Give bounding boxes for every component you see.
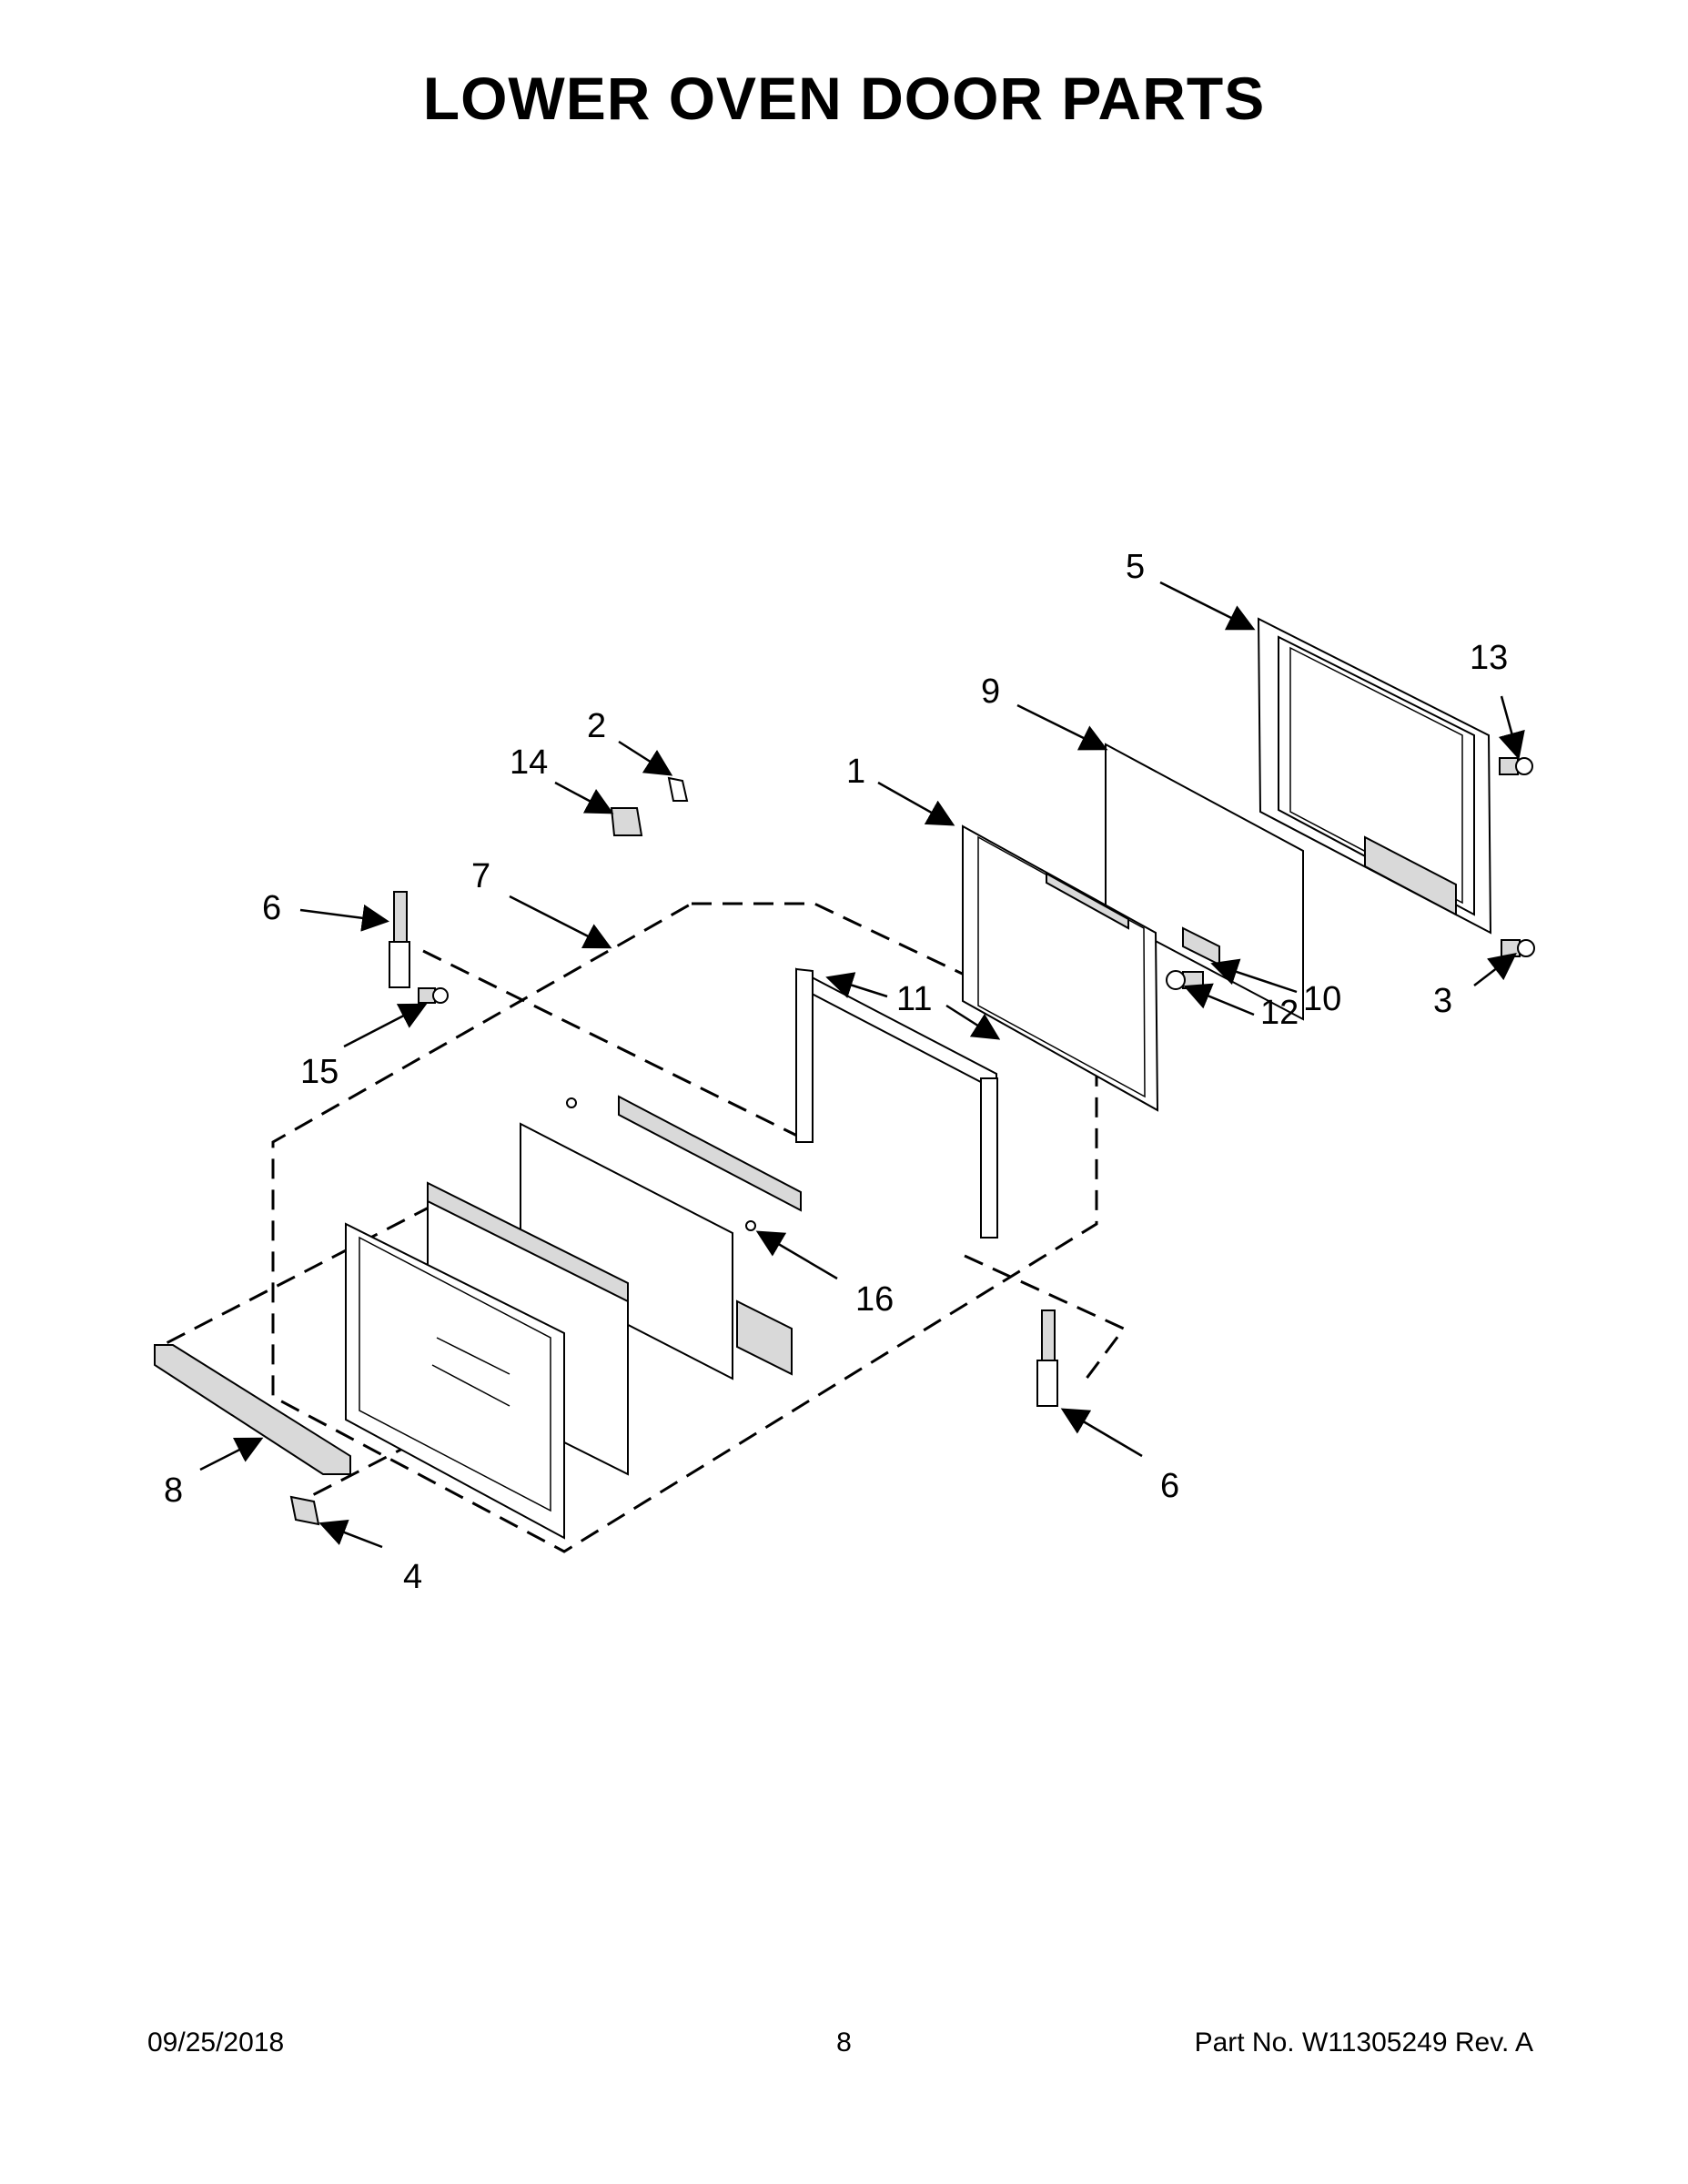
part-4-bracket — [289, 1495, 320, 1526]
callout-7: 7 — [471, 857, 490, 895]
callout-11: 11 — [896, 980, 932, 1018]
part-12-screw — [1166, 970, 1204, 990]
part-13-screw — [1499, 757, 1533, 775]
footer-page-number: 8 — [836, 2027, 852, 2058]
callout-16: 16 — [855, 1280, 894, 1319]
part-9-glass-panel — [1105, 743, 1304, 1021]
part-6-hinge-left — [389, 891, 410, 988]
callout-10: 10 — [1303, 980, 1341, 1018]
callout-4: 4 — [403, 1558, 422, 1596]
callout-2: 2 — [587, 707, 606, 745]
part-14-latch — [610, 807, 643, 836]
outer-door-panel — [345, 1222, 565, 1540]
callout-8: 8 — [164, 1471, 183, 1510]
callout-3: 3 — [1433, 982, 1452, 1020]
part-2-clip — [667, 776, 689, 802]
door-assembly-outline — [271, 902, 1098, 1553]
callout-14: 14 — [510, 743, 548, 782]
page-title: LOWER OVEN DOOR PARTS — [422, 65, 1266, 132]
part-11-side-channels — [795, 967, 998, 1239]
callout-13: 13 — [1470, 639, 1508, 677]
callout-9: 9 — [981, 672, 1000, 711]
glass-strip-top — [618, 1095, 802, 1212]
callout-6-right: 6 — [1160, 1467, 1179, 1505]
part-1-inner-frame — [962, 824, 1159, 1112]
callout-6-left: 6 — [262, 889, 281, 927]
callout-12: 12 — [1260, 994, 1299, 1032]
footer-part-number: Part No. W11305249 Rev. A — [1194, 2027, 1533, 2058]
part-8-handle-trim — [154, 1344, 351, 1475]
part-15-screw — [418, 987, 449, 1004]
callout-5: 5 — [1126, 548, 1145, 586]
part-16-inner-glass — [520, 1097, 756, 1380]
part-3-screw — [1501, 939, 1535, 957]
callout-1: 1 — [846, 753, 865, 791]
glass-strip-bottom — [736, 1299, 793, 1376]
footer-date: 09/25/2018 — [147, 2027, 285, 2058]
part-5-door-frame-rear — [1257, 617, 1492, 935]
part-6-hinge-right — [1036, 1309, 1058, 1407]
callout-15: 15 — [300, 1053, 339, 1091]
